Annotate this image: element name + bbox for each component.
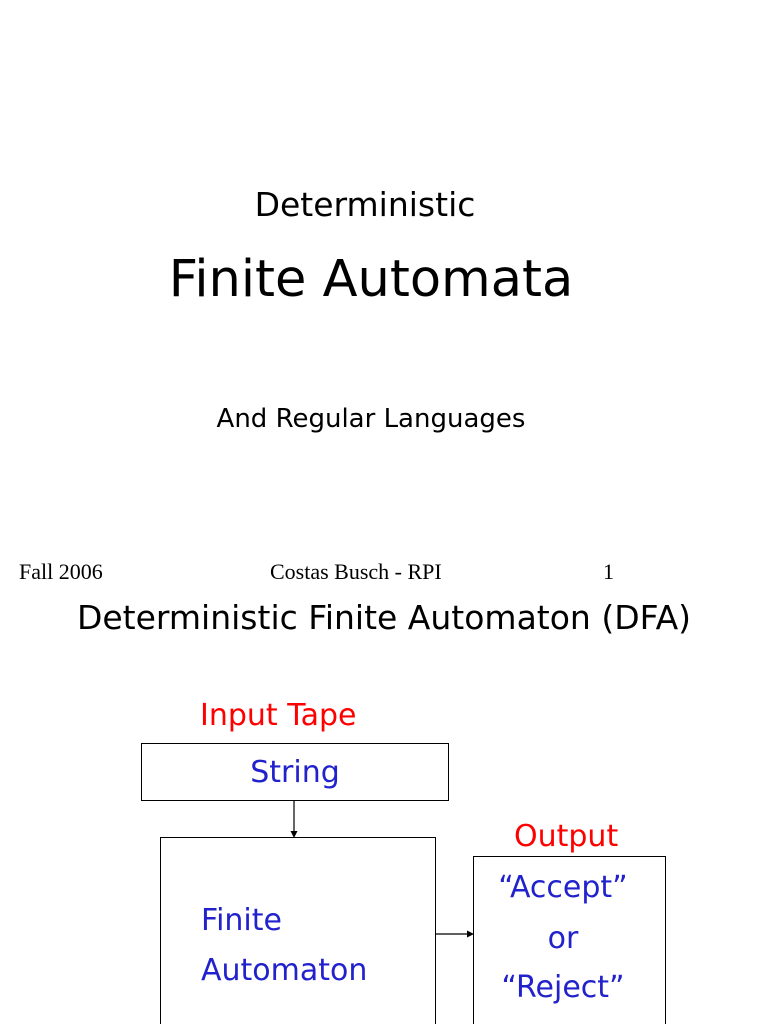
slide1-title: Finite Automata (168, 250, 574, 309)
automaton-label-line1: Finite (201, 903, 282, 938)
output-label: Output (514, 819, 619, 854)
tape-to-automaton-arrow (290, 801, 298, 838)
slide1-subtitle2: And Regular Languages (216, 404, 526, 434)
input-tape-label: Input Tape (200, 698, 357, 733)
slide2-title: Deterministic Finite Automaton (DFA) (76, 598, 692, 637)
automaton-label-line2: Automaton (201, 953, 368, 988)
finite-automaton-box (160, 837, 436, 1024)
output-reject: “Reject” (501, 970, 625, 1005)
output-box (473, 856, 666, 1024)
input-tape-string: String (250, 755, 340, 790)
slide1-subtitle: Deterministic (254, 185, 476, 224)
input-tape-box (141, 743, 449, 801)
footer-author: Costas Busch - RPI (270, 561, 442, 581)
output-accept: “Accept” (498, 870, 628, 905)
automaton-to-output-arrow (436, 930, 474, 938)
footer-date: Fall 2006 (19, 561, 103, 581)
output-or: or (547, 921, 579, 956)
footer-page-number: 1 (603, 561, 614, 581)
